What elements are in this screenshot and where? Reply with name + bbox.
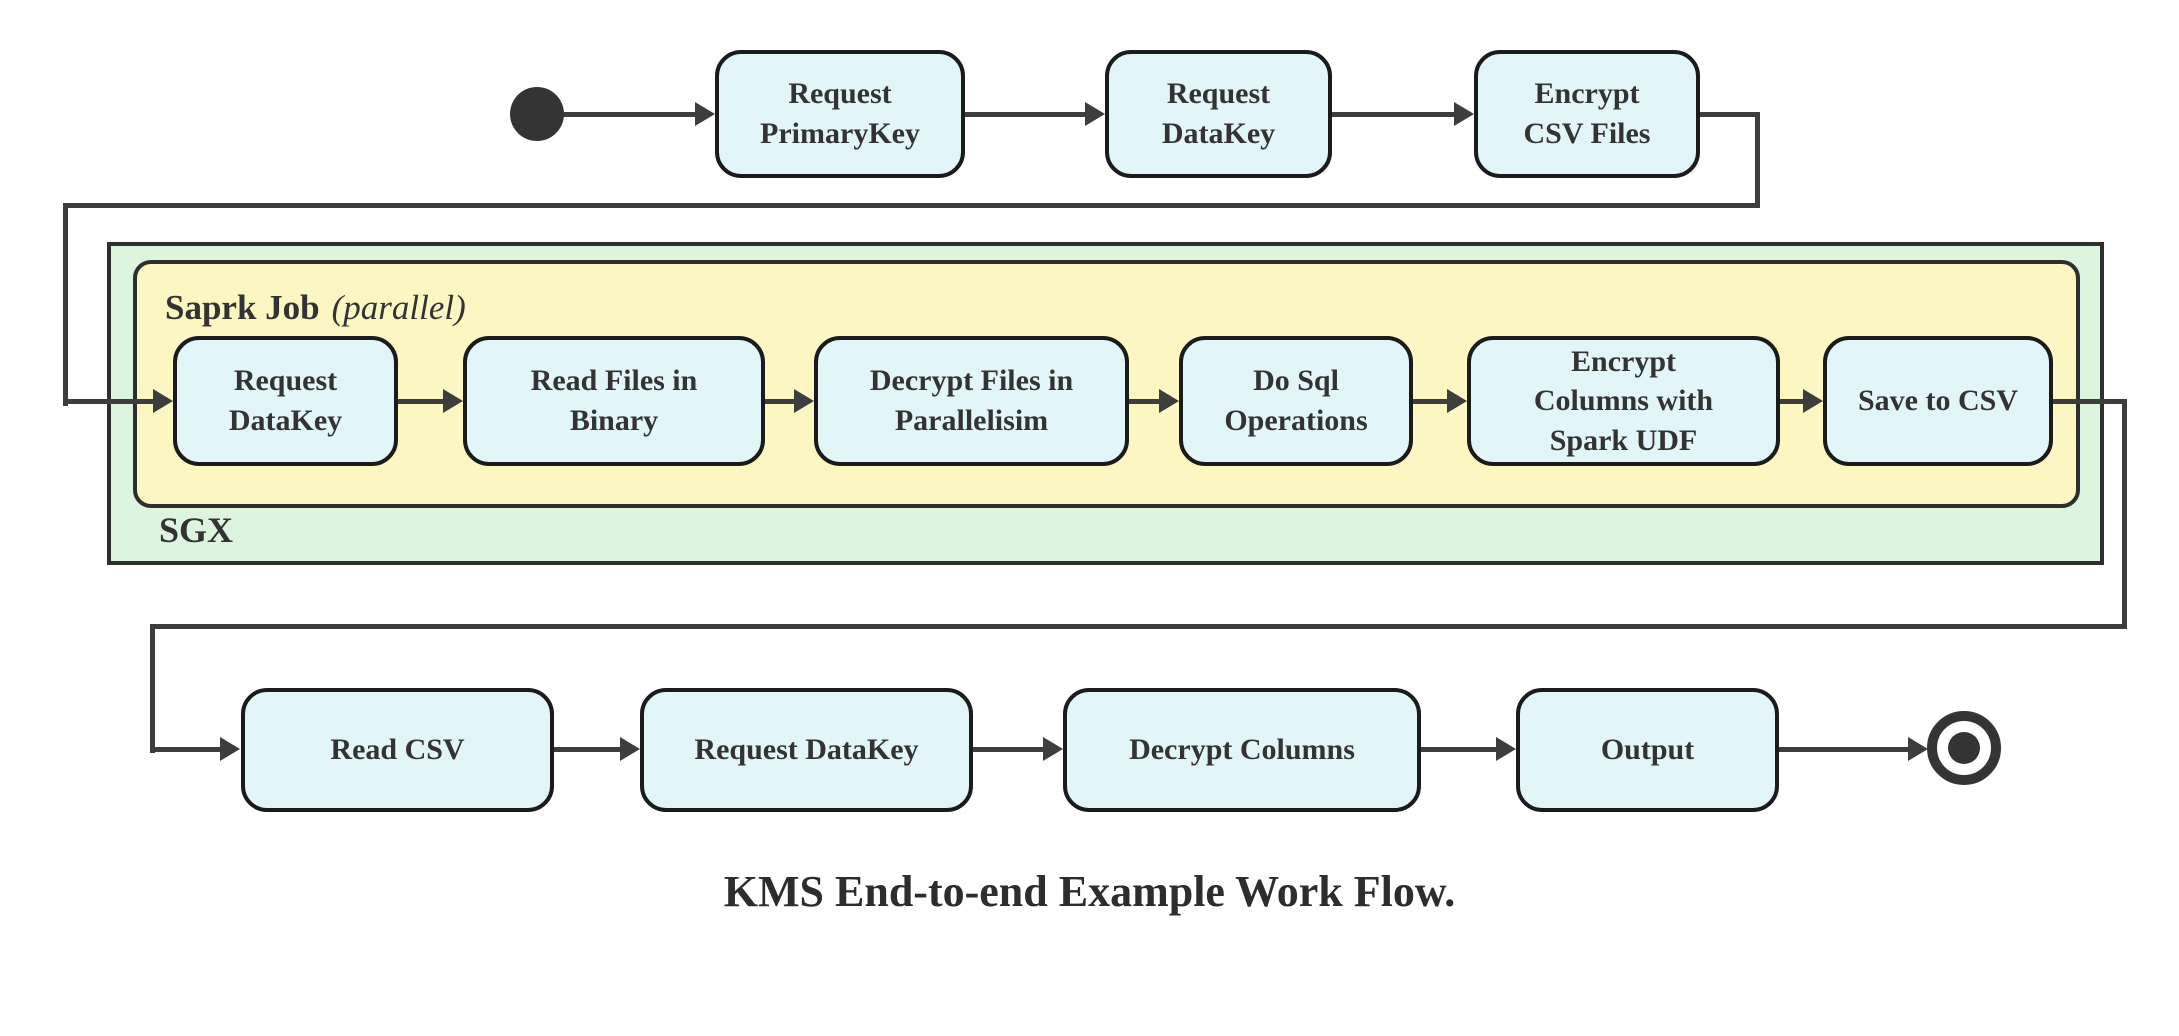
edge-request-datakey-to-decrypt-columns <box>973 747 1043 752</box>
arrowhead <box>1454 102 1474 126</box>
node-label: Request DataKey <box>228 364 343 437</box>
node-request-datakey-sgx: Request DataKey <box>173 336 398 466</box>
node-label: Read Files in Binary <box>530 364 698 437</box>
node-label: Request DataKey <box>694 733 919 767</box>
node-request-datakey-client: Request DataKey <box>640 688 973 812</box>
arrowhead <box>1908 737 1928 761</box>
edge-save-csv-to-read-csv-seg2 <box>2122 399 2127 629</box>
edge-save-csv-to-read-csv-seg3 <box>150 624 2127 629</box>
arrowhead <box>1803 389 1823 413</box>
node-request-datakey-top: Request DataKey <box>1105 50 1332 178</box>
arrowhead <box>695 102 715 126</box>
node-label: Encrypt CSV Files <box>1523 77 1651 150</box>
spark-job-label: Saprk Job (parallel) <box>165 288 466 328</box>
edge-encrypt-to-sgx-seg4 <box>63 203 68 406</box>
diagram-caption: KMS End-to-end Example Work Flow. <box>723 867 1456 916</box>
arrowhead <box>220 737 240 761</box>
edge-read-files-to-decrypt-files <box>765 399 794 404</box>
arrowhead <box>153 389 173 413</box>
edge-save-csv-to-read-csv-seg1 <box>2053 399 2127 404</box>
node-request-primarykey: Request PrimaryKey <box>715 50 965 178</box>
node-decrypt-columns: Decrypt Columns <box>1063 688 1421 812</box>
edge-output-to-end <box>1779 747 1908 752</box>
node-label: Save to CSV <box>1857 384 2018 418</box>
edge-request-primarykey-to-request-datakey <box>965 112 1087 117</box>
node-label: Encrypt Columns with Spark UDF <box>1533 344 1714 457</box>
arrowhead <box>1496 737 1516 761</box>
arrowhead <box>443 389 463 413</box>
edge-save-csv-to-read-csv-seg5 <box>150 747 220 752</box>
node-save-to-csv: Save to CSV <box>1823 336 2053 466</box>
node-label: Output <box>1600 733 1695 767</box>
end-node-inner-dot <box>1948 732 1980 764</box>
edge-sgx-datakey-to-read-files <box>398 399 445 404</box>
edge-read-csv-to-request-datakey <box>554 747 620 752</box>
spark-job-qualifier: (parallel) <box>331 288 466 327</box>
node-read-files-in-binary: Read Files in Binary <box>463 336 765 466</box>
start-node-icon <box>510 87 564 141</box>
node-encrypt-columns-with-spark-udf: Encrypt Columns with Spark UDF <box>1467 336 1780 466</box>
node-label: Request DataKey <box>1161 77 1276 150</box>
arrowhead <box>794 389 814 413</box>
node-label: Request PrimaryKey <box>760 77 920 150</box>
node-label: Do Sql Operations <box>1224 364 1368 437</box>
node-label: Read CSV <box>330 733 465 767</box>
edge-do-sql-to-encrypt-columns <box>1413 399 1447 404</box>
arrowhead <box>1085 102 1105 126</box>
sgx-label: SGX <box>159 510 234 550</box>
edge-encrypt-to-sgx-seg5 <box>63 399 153 404</box>
node-read-csv: Read CSV <box>241 688 554 812</box>
node-output: Output <box>1516 688 1779 812</box>
edge-request-datakey-to-encrypt-csv <box>1332 112 1456 117</box>
node-do-sql-operations: Do Sql Operations <box>1179 336 1413 466</box>
edge-encrypt-to-sgx-seg3 <box>63 203 1760 208</box>
node-decrypt-files-in-parallelisim: Decrypt Files in Parallelisim <box>814 336 1129 466</box>
spark-job-label-text: Saprk Job <box>165 288 320 327</box>
node-encrypt-csv-files: Encrypt CSV Files <box>1474 50 1700 178</box>
arrowhead <box>1447 389 1467 413</box>
edge-decrypt-files-to-do-sql <box>1129 399 1159 404</box>
arrowhead <box>1043 737 1063 761</box>
node-label: Decrypt Files in Parallelisim <box>869 364 1074 437</box>
edge-encrypt-to-sgx-seg2 <box>1755 112 1760 208</box>
edge-start-to-request-primarykey <box>563 112 697 117</box>
arrowhead <box>620 737 640 761</box>
edge-encrypt-columns-to-save-csv <box>1780 399 1803 404</box>
arrowhead <box>1159 389 1179 413</box>
edge-save-csv-to-read-csv-seg4 <box>150 624 155 753</box>
end-node-icon <box>1927 711 2001 785</box>
node-label: Decrypt Columns <box>1129 733 1355 767</box>
edge-decrypt-columns-to-output <box>1421 747 1496 752</box>
edge-encrypt-to-sgx-seg1 <box>1700 112 1760 117</box>
